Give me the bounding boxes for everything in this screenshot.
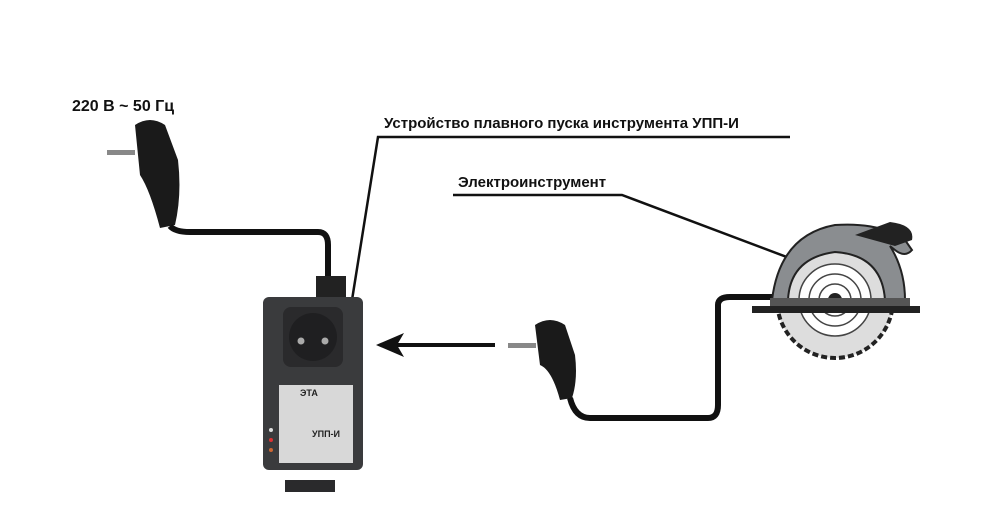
- device-leader-line: [350, 135, 790, 301]
- mains-plug-icon: [107, 120, 180, 228]
- power-label: 220 В ~ 50 Гц: [72, 98, 175, 115]
- tool-leader-line: [453, 193, 801, 264]
- mains-cable: [167, 223, 331, 280]
- device-logo: ЭТА: [300, 388, 318, 398]
- tool-label: Электроинструмент: [458, 174, 607, 191]
- circular-saw-icon: [752, 222, 920, 360]
- device-model-label: УПП-И: [312, 429, 340, 439]
- soft-start-device: ЭТА УПП-И: [263, 276, 363, 492]
- tool-cable: [567, 294, 790, 421]
- device-label: Устройство плавного пуска инструмента УП…: [384, 115, 739, 132]
- arrow-left-icon: [376, 333, 495, 357]
- tool-plug-icon: [508, 320, 576, 400]
